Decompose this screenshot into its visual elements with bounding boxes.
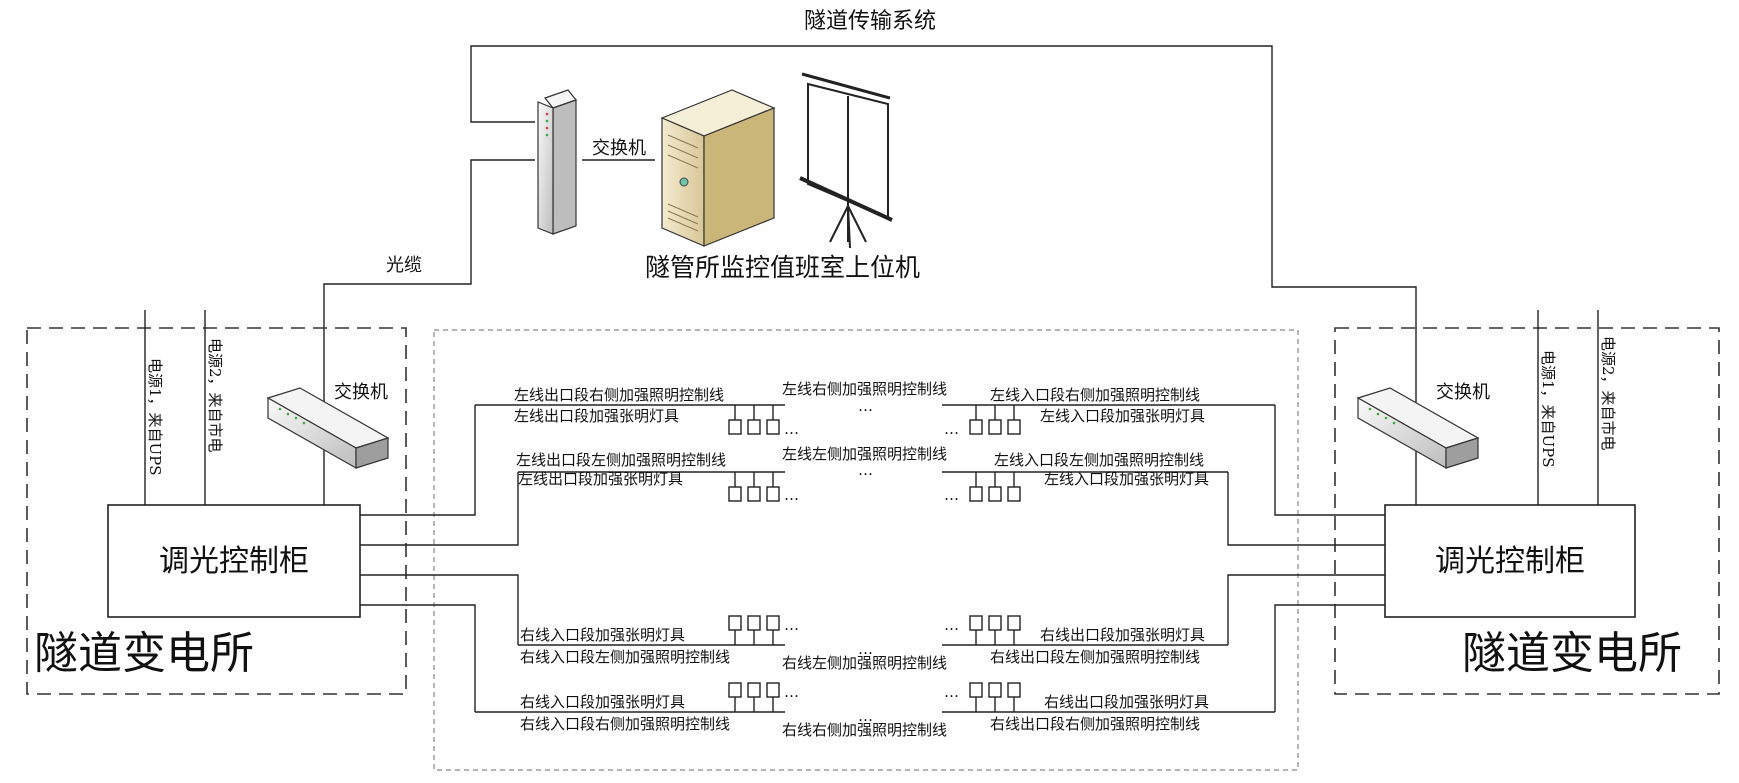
lamp-group [728,472,780,502]
ellipsis: … [784,683,799,701]
right-cabinet [1384,504,1636,618]
right-station-title: 隧道变电所 [1462,628,1682,679]
fiber-label: 光缆 [386,255,422,276]
ellipsis: … [858,640,873,658]
line-label: 右线左侧加强照明控制线 [782,654,947,672]
line-label: 左线入口段右侧加强照明控制线 [990,386,1200,404]
line-label: 右线入口段右侧加强照明控制线 [520,715,730,733]
ellipsis: … [944,420,959,438]
right-power1-label: 电源1，来自UPS [1539,350,1557,468]
line-label: 左线右侧加强照明控制线 [782,380,947,398]
right-switch-label: 交换机 [1436,382,1490,403]
ellipsis: … [858,461,873,479]
line-label: 右线入口段加强张明灯具 [520,626,685,644]
line-label: 右线右侧加强照明控制线 [782,721,947,739]
system-title: 隧道传输系统 [804,9,936,34]
left-power1-label: 电源1，来自UPS [146,358,164,476]
ellipsis: … [858,707,873,725]
lamp-group [969,615,1021,645]
line-label: 左线入口段加强张明灯具 [1040,407,1205,425]
line-label: 右线出口段左侧加强照明控制线 [990,648,1200,666]
left-power2-label: 电源2，来自市电 [206,338,224,453]
network-wires [323,45,1417,505]
line-l3: 右线入口段加强张明灯具 右线入口段左侧加强照明控制线 右线左侧加强照明控制线 右… [518,615,1228,672]
host-label: 隧管所监控值班室上位机 [645,253,920,282]
line-l2: 左线出口段左侧加强照明控制线 左线出口段加强张明灯具 左线左侧加强照明控制线 左… [516,445,1228,504]
lamp-group [728,615,780,645]
left-station-title: 隧道变电所 [34,628,254,679]
line-label: 左线入口段左侧加强照明控制线 [994,451,1204,469]
lamp-group [969,682,1021,712]
lamp-group [969,472,1021,502]
cabinet-feed-wires [360,405,1385,712]
ellipsis: … [944,616,959,634]
top-switch-label: 交换机 [592,138,646,159]
left-cabinet [107,504,361,618]
ellipsis: … [858,397,873,415]
right-switch-icon [1356,387,1480,470]
line-label: 左线出口段右侧加强照明控制线 [514,386,724,404]
left-switch-label: 交换机 [334,382,388,403]
line-label: 左线出口段左侧加强照明控制线 [516,451,726,469]
projector-screen-icon [799,72,893,249]
lamp-group [728,405,780,435]
lamp-group [728,682,780,712]
server-icon [660,89,776,247]
ellipsis: … [784,420,799,438]
top-switch-icon [537,89,577,235]
line-label: 右线出口段右侧加强照明控制线 [990,715,1200,733]
ellipsis: … [944,486,959,504]
ellipsis: … [784,486,799,504]
line-label: 右线入口段左侧加强照明控制线 [520,648,730,666]
right-cabinet-label: 调光控制柜 [1435,544,1585,579]
ellipsis: … [944,683,959,701]
line-label: 右线出口段加强张明灯具 [1040,626,1205,644]
lamp-group [969,405,1021,435]
left-station-boundary [26,327,407,695]
line-label: 左线出口段加强张明灯具 [518,470,683,488]
tunnel-area-boundary [433,329,1299,771]
line-l4: 右线入口段加强张明灯具 右线入口段右侧加强照明控制线 右线右侧加强照明控制线 右… [475,682,1275,739]
line-label: 左线入口段加强张明灯具 [1044,470,1209,488]
left-station: 电源1，来自UPS 电源2，来自市电 交换机 调光控制柜 隧道变电所 [26,310,407,695]
line-l1: 左线出口段右侧加强照明控制线 左线出口段加强张明灯具 左线右侧加强照明控制线 左… [475,380,1275,438]
ellipsis: … [784,616,799,634]
right-power2-label: 电源2，来自市电 [1599,336,1617,451]
line-label: 左线左侧加强照明控制线 [782,445,947,463]
line-label: 左线出口段加强张明灯具 [514,407,679,425]
line-label: 右线入口段加强张明灯具 [520,693,685,711]
right-station: 电源1，来自UPS 电源2，来自市电 交换机 调光控制柜 隧道变电所 [1334,310,1720,695]
left-cabinet-label: 调光控制柜 [159,544,309,579]
line-label: 右线出口段加强张明灯具 [1044,693,1209,711]
left-switch-icon [266,387,390,470]
